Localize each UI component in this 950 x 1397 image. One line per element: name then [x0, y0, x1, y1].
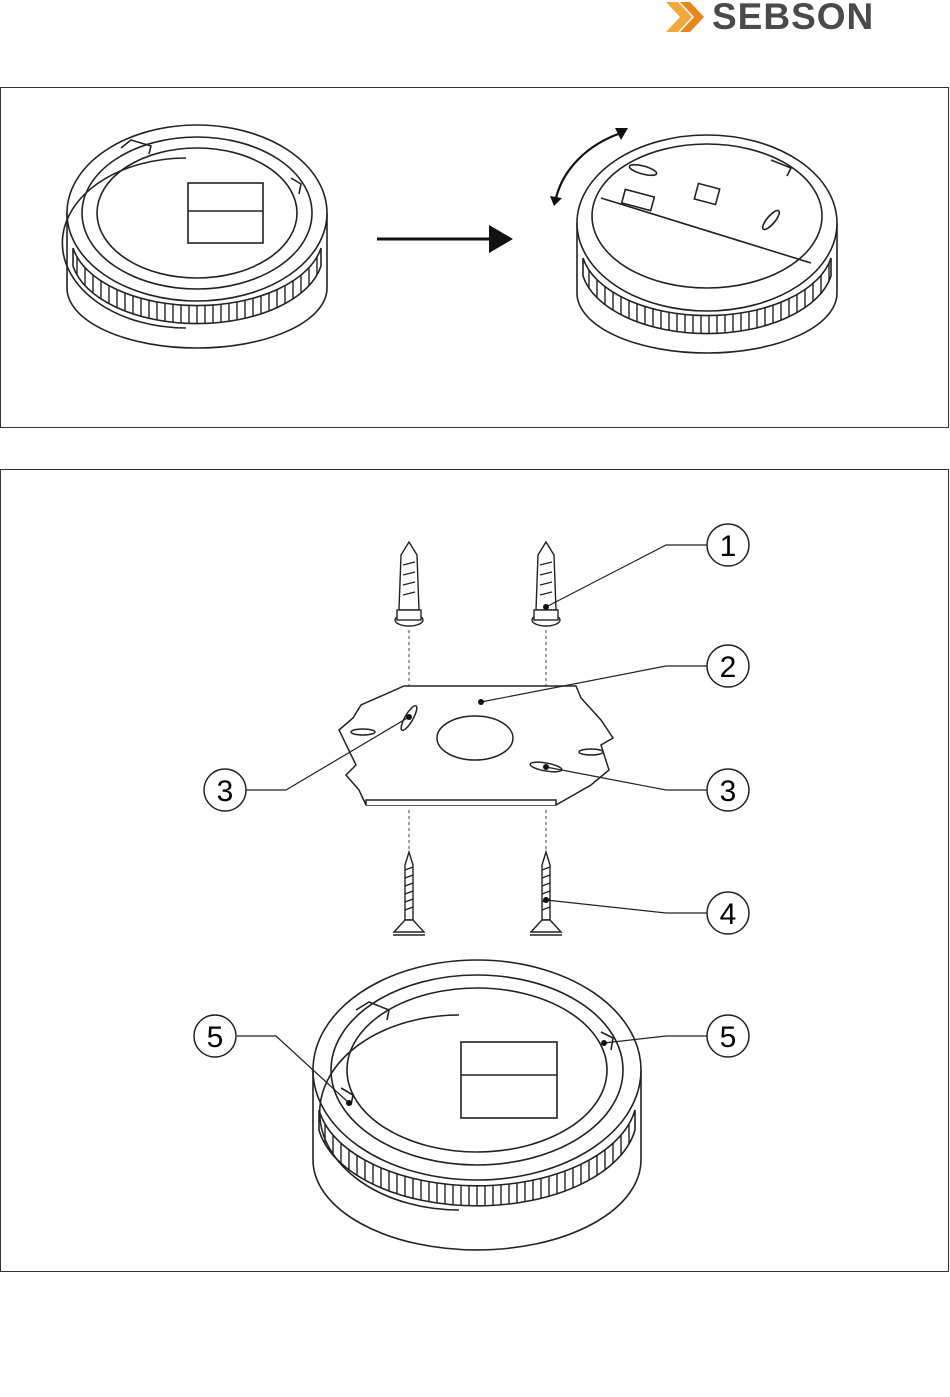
callout-3-right: 3: [707, 769, 749, 811]
callout-4: 4: [707, 892, 749, 934]
detector-rotated-view: [577, 135, 837, 353]
brand-name: SEBSON: [712, 0, 874, 38]
svg-text:3: 3: [720, 775, 737, 808]
brand-logo: SEBSON: [664, 0, 894, 36]
direction-arrow: [377, 225, 513, 253]
svg-text:2: 2: [720, 651, 737, 684]
svg-text:1: 1: [720, 530, 737, 563]
mounting-diagram: 1 2 3 3 4 5 5: [1, 470, 948, 1271]
mounting-plate: [339, 686, 613, 805]
callout-5-left: 5: [194, 1015, 236, 1057]
screw-right: [530, 852, 562, 935]
svg-text:3: 3: [217, 775, 234, 808]
svg-text:5: 5: [720, 1021, 737, 1054]
callout-3-left: 3: [204, 769, 246, 811]
wall-plug-left: [395, 542, 423, 626]
svg-text:4: 4: [720, 898, 737, 931]
callout-1: 1: [707, 524, 749, 566]
mounting-panel: 1 2 3 3 4 5 5: [0, 469, 949, 1272]
detector-base: [313, 960, 641, 1250]
callout-5-right: 5: [707, 1015, 749, 1057]
wall-plug-right: [532, 542, 560, 626]
step-rotate-panel: [0, 87, 949, 428]
detector-base-view: [62, 125, 327, 348]
rotate-diagram: [1, 88, 948, 427]
logo-chevron-icon: [664, 0, 708, 36]
callout-2: 2: [707, 645, 749, 687]
svg-text:5: 5: [207, 1021, 224, 1054]
screw-left: [393, 852, 425, 935]
